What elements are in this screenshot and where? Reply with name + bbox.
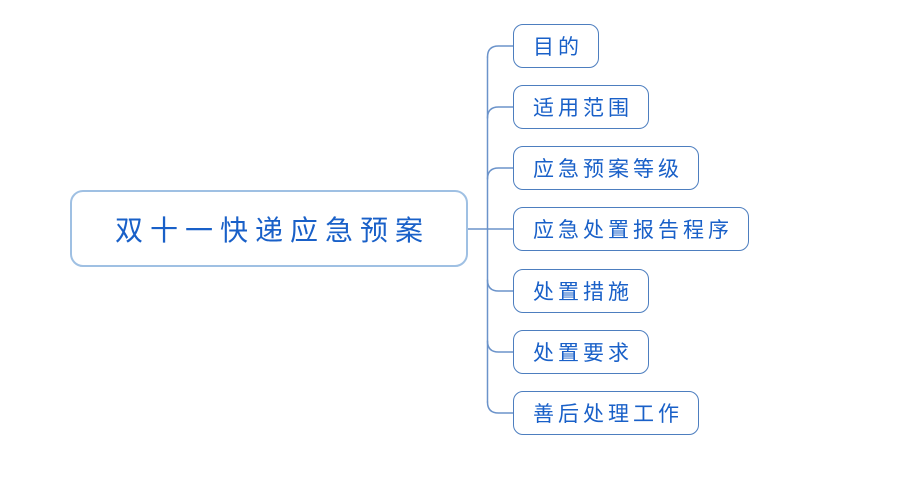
connector-node2	[486, 106, 514, 119]
topic-node-scope[interactable]: 适用范围	[513, 85, 649, 129]
topic-label: 目的	[533, 35, 583, 59]
topic-node-purpose[interactable]: 目的	[513, 24, 599, 68]
topic-node-handling-requirements[interactable]: 处置要求	[513, 330, 649, 374]
topic-label: 处置措施	[533, 280, 633, 304]
connector-node3	[486, 167, 514, 180]
root-topic-emergency-plan[interactable]: 双十一快递应急预案	[70, 190, 468, 267]
topic-node-aftermath-work[interactable]: 善后处理工作	[513, 391, 699, 435]
root-topic-label: 双十一快递应急预案	[114, 215, 430, 247]
topic-label: 适用范围	[533, 96, 633, 120]
connector-node6	[486, 340, 514, 353]
topic-label: 处置要求	[533, 341, 633, 365]
topic-label: 应急处置报告程序	[533, 218, 733, 242]
topic-node-handling-measures[interactable]: 处置措施	[513, 269, 649, 313]
topic-node-plan-level[interactable]: 应急预案等级	[513, 146, 699, 190]
connector-node1	[486, 45, 514, 58]
connector-node5	[486, 279, 514, 292]
topic-label: 善后处理工作	[533, 402, 683, 426]
topic-node-report-procedure[interactable]: 应急处置报告程序	[513, 207, 749, 251]
topic-label: 应急预案等级	[533, 157, 683, 181]
connector-node7	[486, 401, 514, 414]
